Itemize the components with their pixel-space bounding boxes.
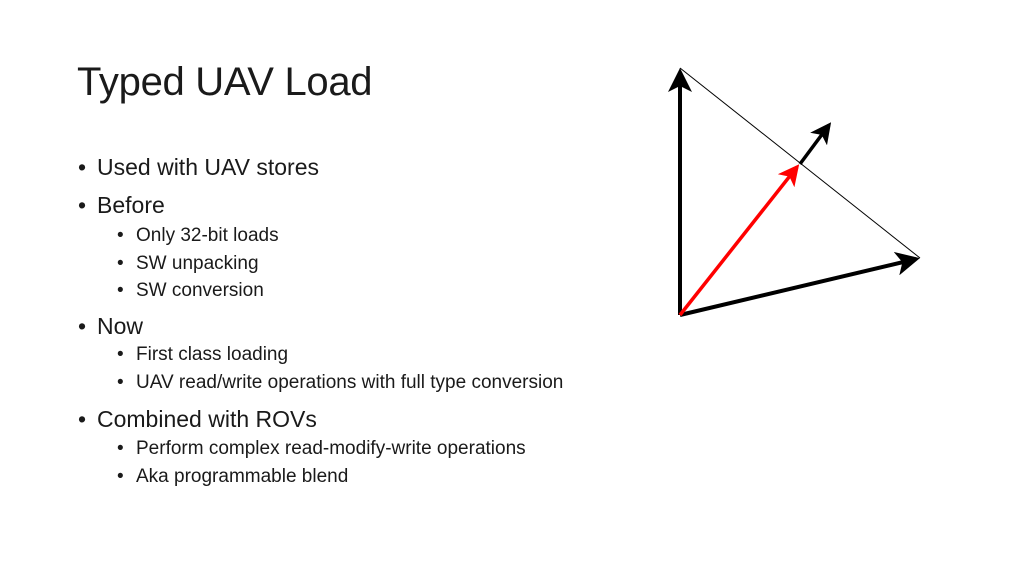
bullet-item: •Before	[78, 192, 165, 218]
bullet-item: •Now	[78, 313, 144, 339]
sub-bullet-item: •Only 32-bit loads	[117, 225, 279, 246]
sub-bullet-item: •Aka programmable blend	[117, 466, 349, 487]
sub-bullet-item: •SW unpacking	[117, 253, 259, 274]
sub-bullet-item: •SW conversion	[117, 280, 264, 301]
bullet-item: •Used with UAV stores	[78, 154, 319, 180]
sub-bullet-item: •Perform complex read-modify-write opera…	[117, 438, 526, 459]
horizontal-axis-arrow	[679, 251, 920, 317]
bullet-item: •Combined with ROVs	[78, 406, 317, 432]
normal-extension-arrow	[798, 122, 832, 166]
sub-bullet-item: •UAV read/write operations with full typ…	[117, 372, 564, 393]
red-vector-arrow	[678, 164, 800, 317]
sub-bullet-item: •First class loading	[117, 344, 289, 365]
slide-title: Typed UAV Load	[77, 60, 373, 104]
